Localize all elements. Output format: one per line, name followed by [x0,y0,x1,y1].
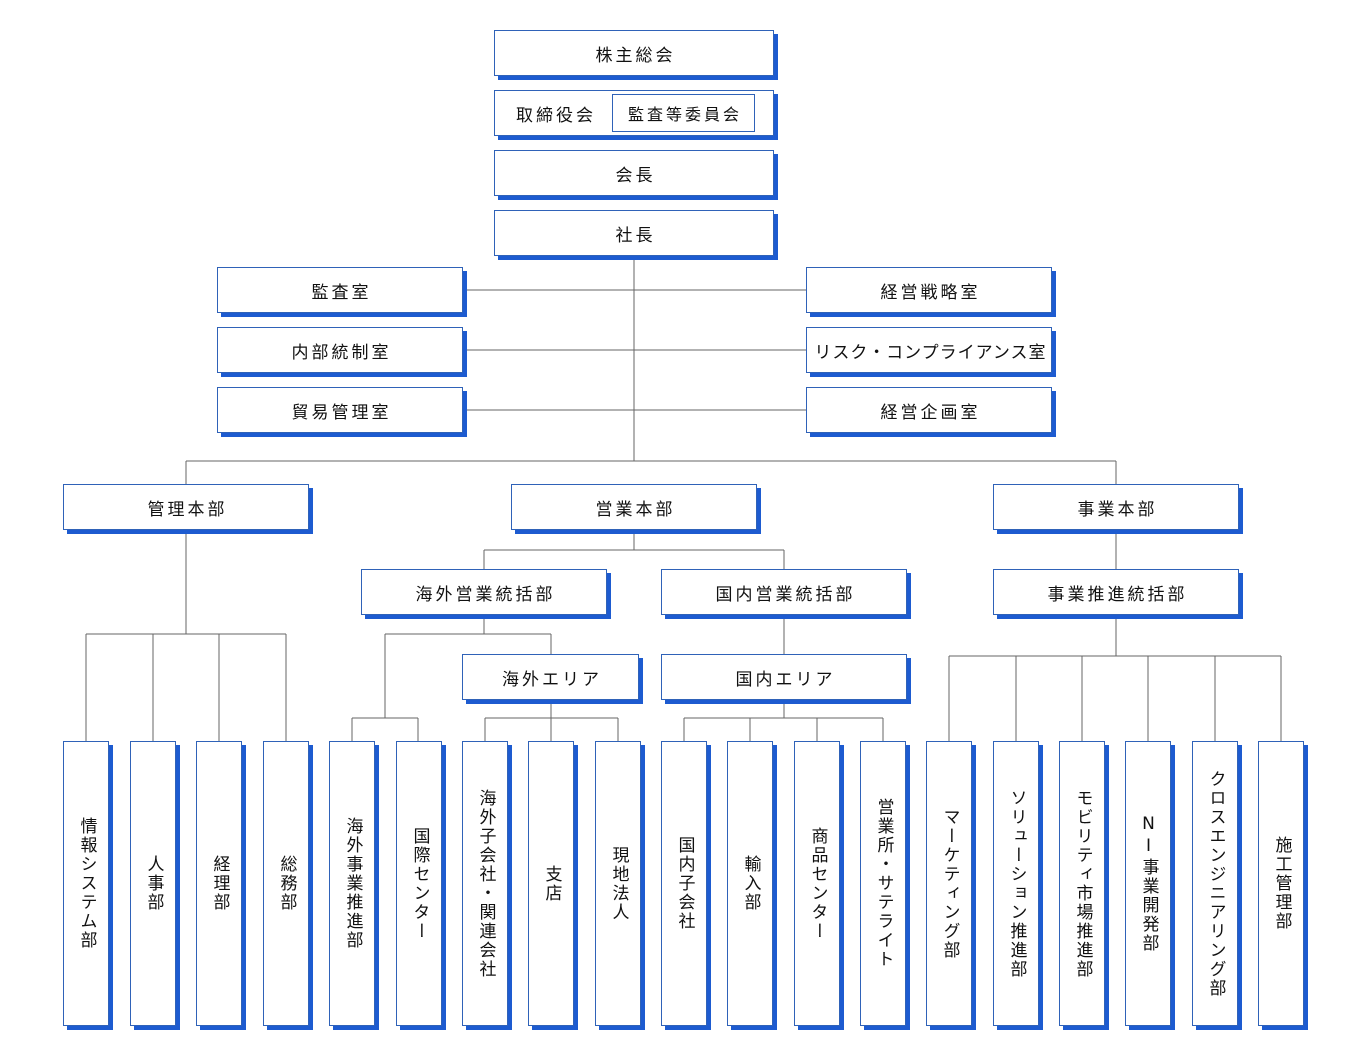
department-label: 現地法人 [608,845,629,922]
staff-right-box: 経営戦略室 [806,267,1052,313]
staff-right-box: リスク・コンプライアンス室 [806,327,1052,373]
department-box: 人事部 [130,741,176,1026]
staff-right-label: 経営戦略室 [880,282,981,303]
department-box: クロスエンジニアリング部 [1192,741,1238,1026]
department-label: 輸入部 [740,855,761,912]
department-box: 海外子会社・関連会社 [462,741,508,1026]
department-label: NI事業開発部 [1138,814,1159,953]
department-label: 営業所・サテライト [873,798,894,969]
department-box: NI事業開発部 [1125,741,1171,1026]
chairman-label: 会長 [615,165,656,186]
department-label: 海外事業推進部 [342,817,363,950]
division-box-admin: 管理本部 [63,484,309,530]
department-box: 国内子会社 [661,741,707,1026]
department-box: 商品センター [794,741,840,1026]
staff-left-label: 貿易管理室 [291,402,392,423]
department-label: 商品センター [807,826,828,941]
subdivision-box-overseas-sales: 海外営業統括部 [361,569,607,615]
department-box: 国際センター [396,741,442,1026]
department-label: 国際センター [409,826,430,941]
department-box: マーケティング部 [926,741,972,1026]
audit-committee-box: 監査等委員会 [611,94,755,132]
board-label: 取締役会 [515,105,596,126]
department-label: 国内子会社 [674,836,695,931]
department-label: 情報システム部 [76,817,97,950]
president-label: 社長 [615,225,656,246]
department-label: マーケティング部 [939,807,960,960]
department-label: クロスエンジニアリング部 [1205,769,1226,998]
department-label: 施工管理部 [1271,836,1292,931]
area-label: 国内エリア [735,669,836,690]
department-box: モビリティ市場推進部 [1059,741,1105,1026]
division-box-business: 事業本部 [993,484,1239,530]
staff-left-label: 内部統制室 [291,342,392,363]
staff-left-box: 内部統制室 [217,327,463,373]
department-box: 海外事業推進部 [329,741,375,1026]
area-box-overseas: 海外エリア [462,654,639,700]
department-box: 情報システム部 [63,741,109,1026]
division-label: 営業本部 [595,499,676,520]
department-box: 経理部 [196,741,242,1026]
area-box-domestic: 国内エリア [661,654,907,700]
staff-left-box: 監査室 [217,267,463,313]
staff-right-label: リスク・コンプライアンス室 [814,342,1047,363]
department-label: モビリティ市場推進部 [1072,788,1093,979]
subdivision-box-business-promotion: 事業推進統括部 [993,569,1239,615]
department-label: ソリューション推進部 [1006,788,1027,979]
subdivision-box-domestic-sales: 国内営業統括部 [661,569,907,615]
subdivision-label: 海外営業統括部 [415,584,556,605]
department-box: 営業所・サテライト [860,741,906,1026]
department-box: 支店 [528,741,574,1026]
staff-left-box: 貿易管理室 [217,387,463,433]
subdivision-label: 事業推進統括部 [1047,584,1188,605]
department-label: 海外子会社・関連会社 [475,788,496,979]
department-box: 現地法人 [595,741,641,1026]
department-box: 施工管理部 [1258,741,1304,1026]
division-label: 事業本部 [1077,499,1158,520]
staff-right-label: 経営企画室 [880,402,981,423]
president-box: 社長 [494,210,774,256]
department-box: 輸入部 [727,741,773,1026]
department-box: 総務部 [263,741,309,1026]
board-box: 取締役会 監査等委員会 [494,90,774,136]
division-label: 管理本部 [147,499,228,520]
department-box: ソリューション推進部 [993,741,1039,1026]
shareholders-box: 株主総会 [494,30,774,76]
subdivision-label: 国内営業統括部 [715,584,856,605]
staff-right-box: 経営企画室 [806,387,1052,433]
department-label: 総務部 [276,855,297,912]
department-label: 人事部 [143,855,164,912]
staff-left-label: 監査室 [311,282,372,303]
division-box-sales: 営業本部 [511,484,757,530]
shareholders-label: 株主総会 [595,45,676,66]
area-label: 海外エリア [502,669,602,690]
department-label: 経理部 [209,855,230,912]
chairman-box: 会長 [494,150,774,196]
department-label: 支店 [541,864,562,903]
